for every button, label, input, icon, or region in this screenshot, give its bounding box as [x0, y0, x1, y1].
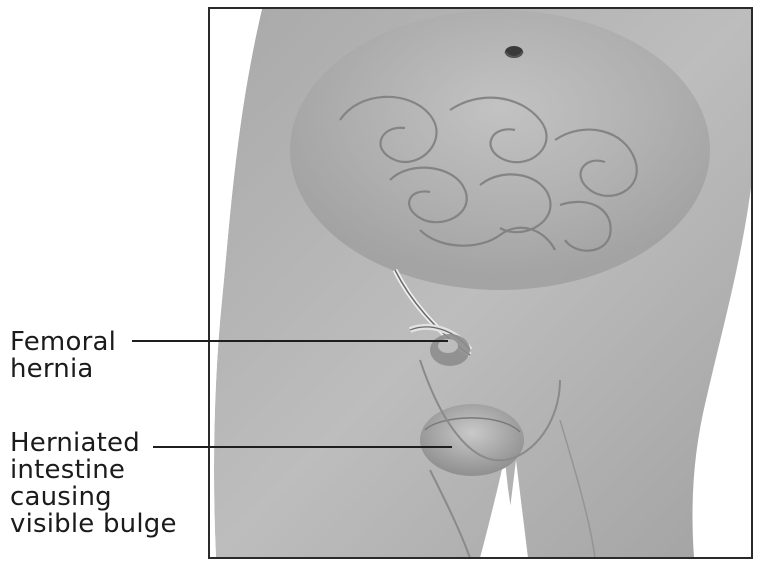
herniated-bulge — [420, 404, 524, 476]
femoral-hernia-label: Femoral hernia — [10, 329, 116, 383]
herniated-intestine-label: Herniated intestine causing visible bulg… — [10, 430, 177, 538]
femoral-hernia-label-line-1: Femoral — [10, 329, 116, 356]
femoral-hernia-label-line-2: hernia — [10, 356, 116, 383]
herniated-intestine-label-line-2: intestine — [10, 457, 177, 484]
herniated-intestine-label-line-3: causing — [10, 484, 177, 511]
herniated-intestine-label-line-4: visible bulge — [10, 511, 177, 538]
abdomen — [290, 10, 710, 290]
herniated-intestine-label-line-1: Herniated — [10, 430, 177, 457]
